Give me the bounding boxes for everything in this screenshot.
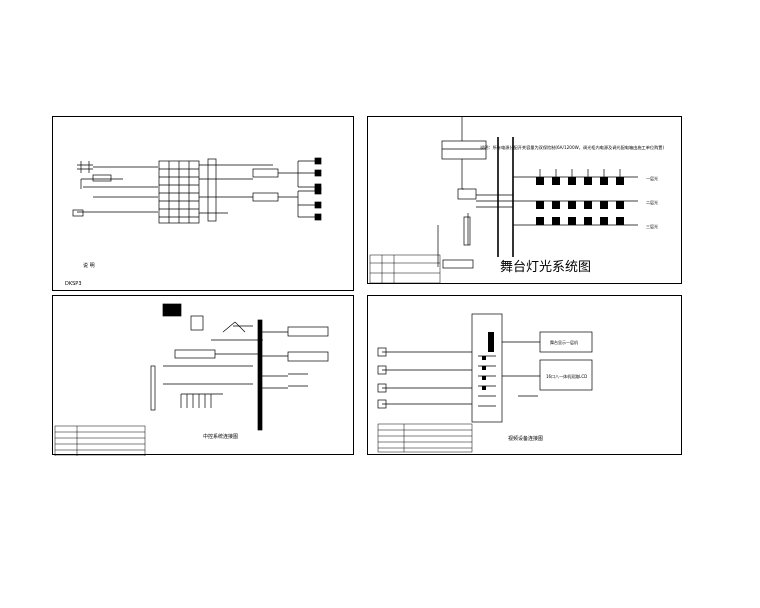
sheet-2-schematic: 一层光 二层光 三层光 说明：所有电源分配开关容量为双保险制(6A/1200W，… (369, 117, 664, 284)
drawing-sheet-4: 舞台显示一层机 16口八一体机双路LCD 视频设备连接图 (367, 295, 682, 455)
sheet-3-title: 中控系统连接图 (203, 433, 238, 440)
sheet-4-title: 视频设备连接图 (508, 435, 543, 442)
sheet-1-code: DKSP3 (65, 281, 82, 287)
sheet-4-box-label-1: 舞台显示一层机 (550, 339, 578, 345)
row-label-2: 二层光 (646, 199, 658, 205)
sheet-3-legend-table (54, 425, 146, 456)
sheet-3-schematic: 中控系统连接图 (54, 303, 329, 456)
sheet-4-schematic: 舞台显示一层机 16口八一体机双路LCD 视频设备连接图 (377, 313, 593, 453)
sheet-2-header-note: 说明：所有电源分配开关容量为双保险制(6A/1200W，调光柜内电源及调光配电箱… (480, 144, 664, 151)
row-label-3: 三层光 (646, 223, 658, 229)
sheet-4-box-label-2: 16口八一体机双路LCD (546, 373, 587, 379)
drawing-sheet-2: 一层光 二层光 三层光 说明：所有电源分配开关容量为双保险制(6A/1200W，… (367, 116, 682, 284)
row-label-1: 一层光 (646, 175, 658, 181)
sheet-2-legend-table (369, 254, 441, 284)
drawing-sheet-3: 中控系统连接图 (52, 295, 354, 456)
drawing-sheet-1: 说 明 DKSP3 (52, 116, 354, 291)
sheet-2-title: 舞台灯光系统图 (500, 260, 591, 275)
sheet-1-note: 说 明 (83, 262, 95, 269)
sheet-4-legend-table (377, 423, 473, 453)
sheet-1-schematic: 说 明 DKSP3 (65, 157, 322, 287)
